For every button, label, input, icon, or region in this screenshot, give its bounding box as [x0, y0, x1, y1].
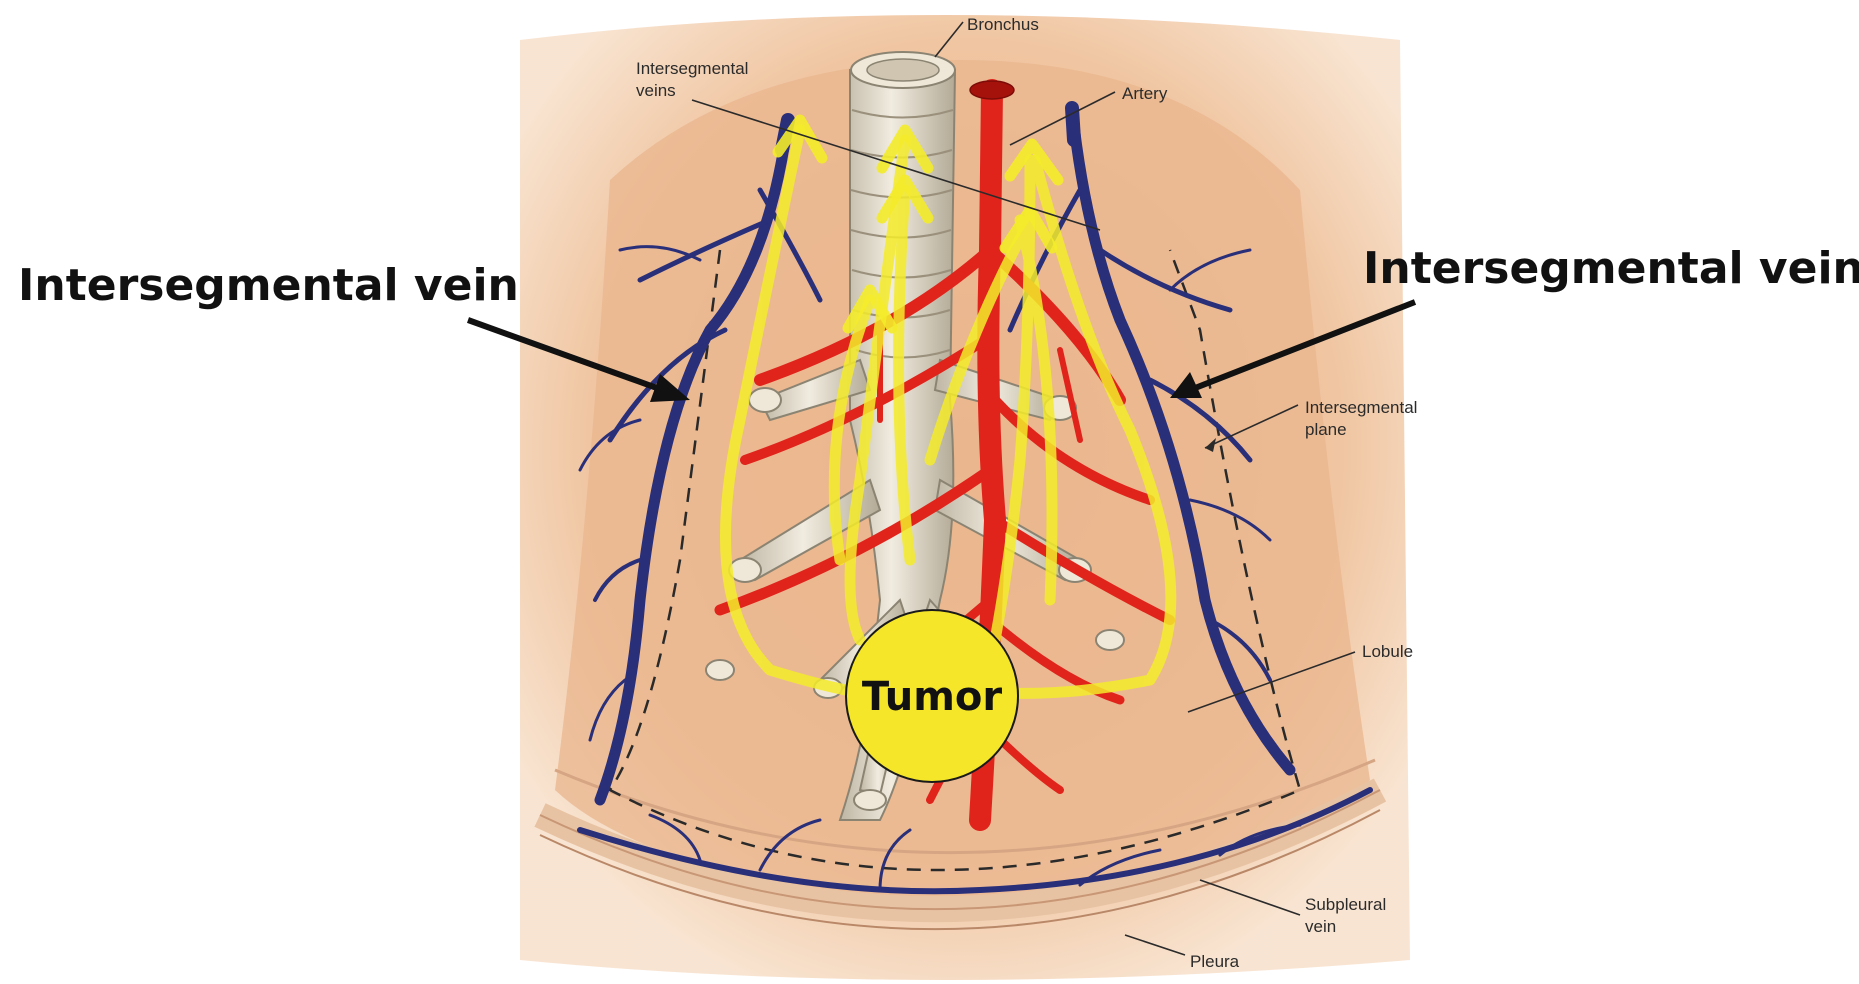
label-artery: Artery — [1122, 84, 1168, 103]
label-intersegmental-plane-2: plane — [1305, 420, 1347, 439]
label-intersegmental-veins-1: Intersegmental — [636, 59, 748, 78]
artery-opening — [970, 81, 1014, 99]
label-subpleural-vein-1: Subpleural — [1305, 895, 1386, 914]
label-lobule: Lobule — [1362, 642, 1413, 661]
tumor-label: Tumor — [862, 674, 1003, 720]
label-subpleural-vein-2: vein — [1305, 917, 1336, 936]
label-pleura: Pleura — [1190, 952, 1240, 971]
label-bronchus: Bronchus — [967, 15, 1039, 34]
tumor-marker: Tumor — [846, 610, 1018, 782]
label-intersegmental-veins-2: veins — [636, 81, 676, 100]
callout-left-intersegmental-vein: Intersegmental vein — [18, 260, 519, 311]
label-intersegmental-plane-1: Intersegmental — [1305, 398, 1417, 417]
callout-right-intersegmental-vein: Intersegmental vein — [1363, 243, 1859, 294]
